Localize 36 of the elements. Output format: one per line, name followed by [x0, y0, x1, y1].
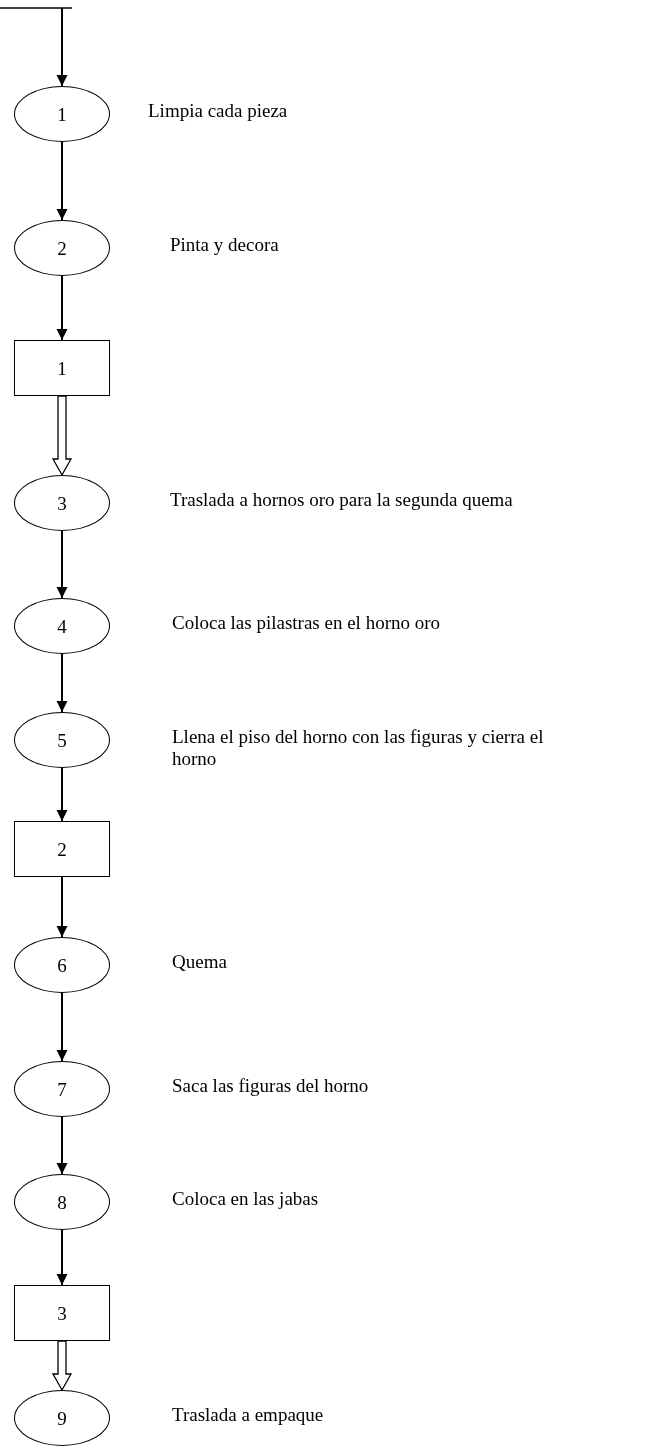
step-description: Coloca en las jabas: [172, 1188, 319, 1210]
inspection-box: [14, 821, 110, 877]
arrow: [56, 653, 68, 713]
step-description: Quema: [172, 951, 227, 973]
step-number: 5: [57, 730, 67, 750]
step-description: Limpia cada pieza: [148, 100, 288, 122]
step-number: 6: [57, 955, 67, 975]
arrow: [56, 876, 68, 938]
step-description: Coloca las pilastras en el horno oro: [172, 612, 441, 634]
arrow: [56, 530, 68, 599]
hollow-arrow: [51, 1340, 73, 1392]
step-description: Saca las figuras del horno: [172, 1075, 369, 1097]
hollow-arrow: [51, 395, 73, 477]
step-number: 9: [57, 1408, 67, 1428]
arrow: [56, 992, 68, 1062]
step-description: Traslada a empaque: [172, 1404, 324, 1426]
step-description: Traslada a hornos oro para la segunda quema: [170, 489, 513, 511]
arrow: [56, 141, 68, 221]
arrow: [56, 275, 68, 341]
step-description: Llena el piso del horno con las figuras y cierra el horno: [172, 726, 545, 770]
step-number: 1: [57, 358, 67, 378]
inspection-box: [14, 1285, 110, 1341]
step-number: 3: [57, 493, 67, 513]
arrow: [56, 767, 68, 822]
step-number: 3: [57, 1303, 67, 1323]
step-number: 8: [57, 1192, 67, 1212]
inspection-box: [14, 340, 110, 396]
arrow: [56, 1116, 68, 1175]
arrow: [56, 1229, 68, 1286]
step-number: 1: [57, 104, 67, 124]
step-number: 4: [57, 616, 67, 636]
step-description: Pinta y decora: [170, 234, 279, 256]
arrow: [56, 7, 68, 87]
step-number: 2: [57, 238, 67, 258]
step-number: 2: [57, 839, 67, 859]
step-number: 7: [57, 1079, 67, 1099]
